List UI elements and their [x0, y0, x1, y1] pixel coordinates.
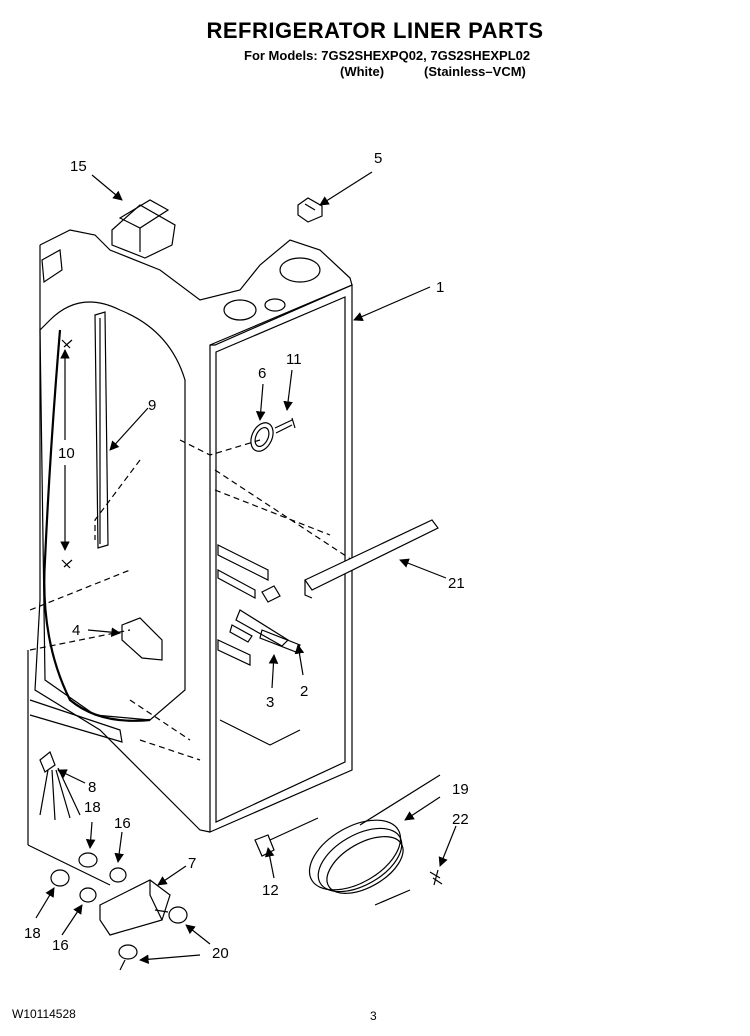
variant-stainless: (Stainless–VCM) [424, 64, 526, 79]
part-7-damper [99, 879, 171, 936]
variant-white: (White) [340, 64, 385, 79]
callout-8: 8 [88, 779, 96, 796]
part-11-screw [274, 417, 296, 434]
callout-7: 7 [188, 855, 196, 872]
part-20-push-pins [118, 906, 188, 971]
part-21-bracket [304, 519, 439, 599]
refrigerator-liner [29, 229, 353, 833]
callout-16-upper: 16 [114, 815, 131, 832]
callout-9: 9 [148, 397, 156, 414]
callout-22: 22 [452, 811, 469, 828]
part-10-screws [61, 339, 73, 569]
callout-2: 2 [300, 683, 308, 700]
page-number: 3 [370, 1009, 377, 1023]
callout-10: 10 [58, 445, 75, 462]
page-title: REFRIGERATOR LINER PARTS [206, 18, 544, 43]
leader-lines [27, 171, 457, 965]
callout-labels: 1 2 3 4 5 6 7 8 9 10 11 12 15 16 16 18 1… [24, 150, 469, 962]
part-2-3-labels [229, 585, 301, 653]
part-8-wire-harness [39, 751, 81, 821]
callout-18-upper: 18 [84, 799, 101, 816]
callout-18-lower: 18 [24, 925, 41, 942]
callout-6: 6 [258, 365, 266, 382]
callout-5: 5 [374, 150, 382, 167]
callout-21: 21 [448, 575, 465, 592]
callout-12: 12 [262, 882, 279, 899]
callout-3: 3 [266, 694, 274, 711]
part-5-clip [297, 197, 323, 223]
callout-20: 20 [212, 945, 229, 962]
model-list: For Models: 7GS2SHEXPQ02, 7GS2SHEXPL02 [244, 48, 531, 63]
part-22-screw [429, 869, 443, 886]
callout-16-lower: 16 [52, 937, 69, 954]
callout-15: 15 [70, 158, 87, 175]
callout-4: 4 [72, 622, 80, 639]
part-6-dial [250, 422, 274, 452]
callout-19: 19 [452, 781, 469, 798]
part-4-plate [121, 617, 163, 661]
callout-11: 11 [286, 351, 302, 368]
callout-1: 1 [436, 279, 444, 296]
part-12-tie [254, 817, 319, 857]
part-15-housing [111, 199, 176, 259]
part-19-tubing-coil [308, 774, 441, 906]
document-number: W10114528 [12, 1007, 76, 1021]
part-18-16-fittings [50, 852, 127, 903]
